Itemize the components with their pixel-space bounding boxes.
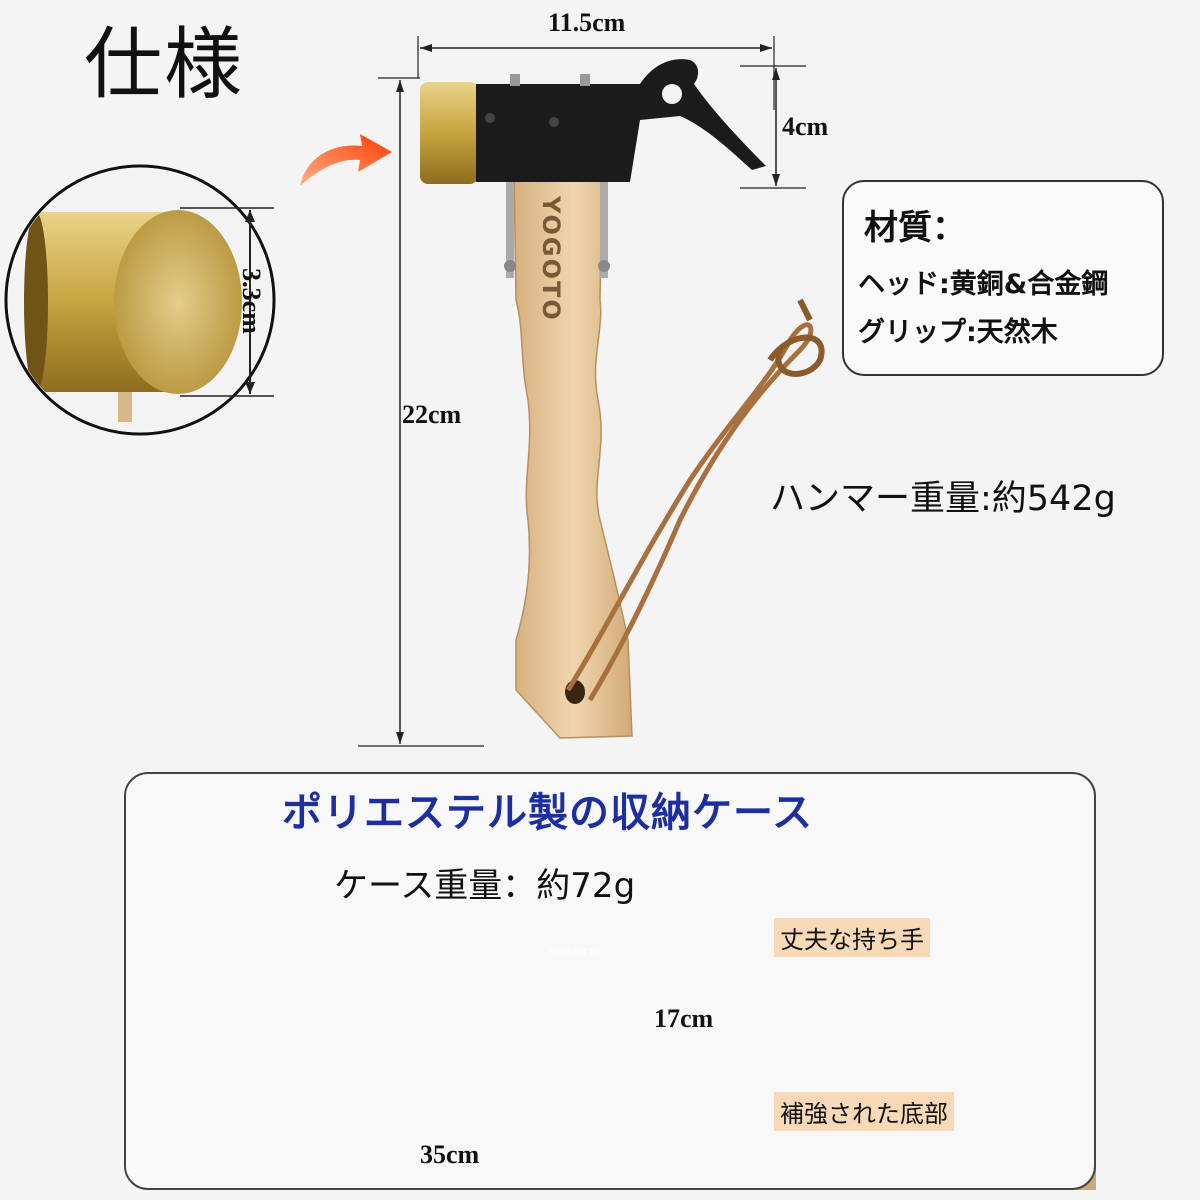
material-head: ヘッド:黄銅&合金鋼 (858, 269, 1109, 300)
face-diameter-label: 3.3cm (236, 268, 266, 334)
page-title: 仕様 (84, 20, 245, 110)
total-length-label: 22cm (402, 400, 462, 429)
hammer-handle (513, 169, 633, 739)
head-width-label: 11.5cm (548, 8, 626, 37)
head-height-label: 4cm (782, 112, 829, 141)
case-title: ポリエステル製の収納ケース (282, 790, 813, 836)
steel-head (476, 59, 766, 182)
orange-arrow-icon (300, 134, 392, 186)
material-callout: 材質： ヘッド:黄銅&合金鋼 グリップ:天然木 (842, 180, 1164, 376)
hammer-brand-mark: YOGOTO (537, 196, 565, 322)
case-brand-label: YOGOTO (549, 947, 599, 958)
feature-handle-tag: 丈夫な持ち手 (774, 918, 930, 957)
brass-face (420, 82, 478, 184)
case-weight: ケース重量：約72g (334, 866, 636, 906)
feature-bottom-tag: 補強された底部 (774, 1092, 954, 1131)
face-zoom-circle (4, 164, 276, 436)
material-heading: 材質： (864, 208, 966, 248)
material-grip: グリップ:天然木 (858, 317, 1058, 348)
case-height-label: 17cm (654, 1004, 714, 1033)
hammer-weight: ハンマー重量:約542g (770, 479, 1116, 519)
case-width-label: 35cm (420, 1140, 480, 1169)
